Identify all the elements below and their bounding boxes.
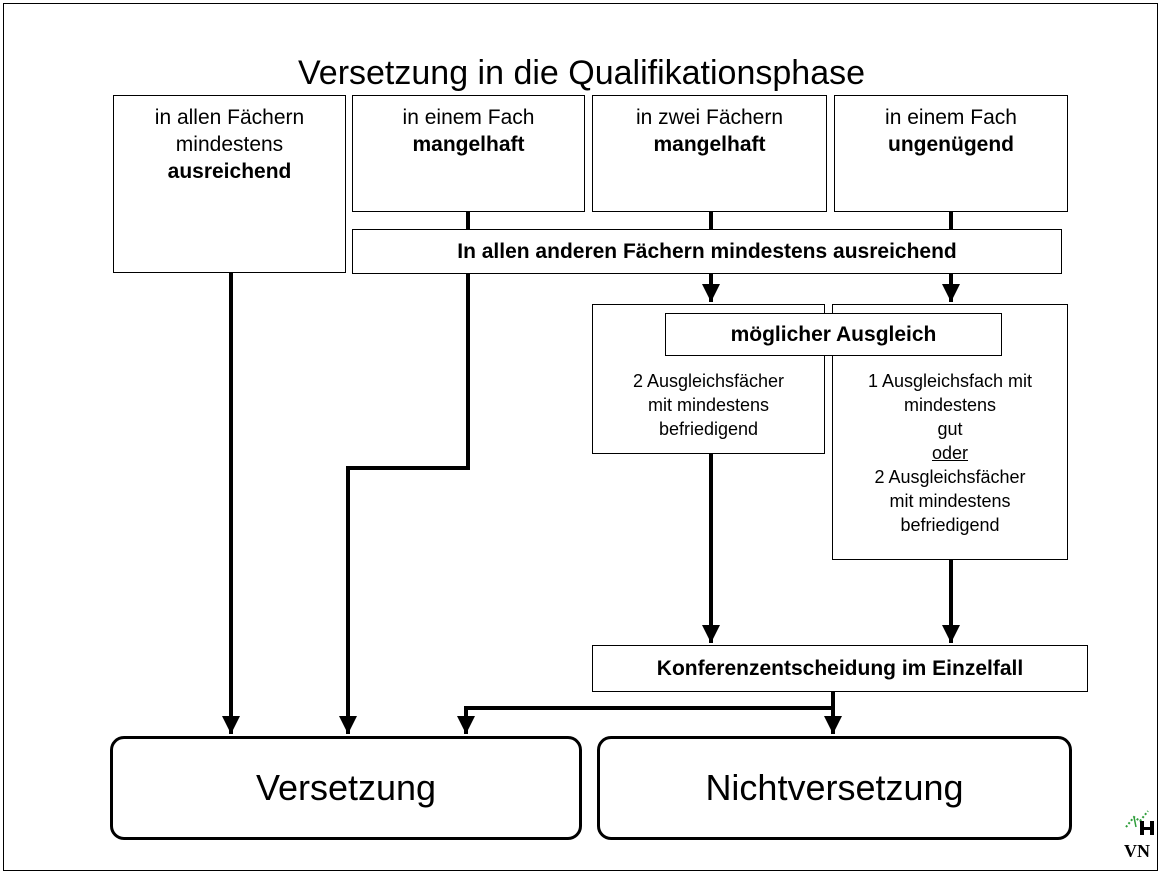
case-one-insufficient-line2: ungenügend (888, 133, 1014, 156)
case-one-poor-line2: mangelhaft (412, 133, 525, 156)
logo-text: VN (1124, 841, 1150, 860)
case-box-one-insufficient: in einem Fach ungenügend (834, 95, 1068, 212)
case-box-one-poor: in einem Fach mangelhaft (352, 95, 585, 212)
case-all-line2: mindestens (175, 133, 284, 156)
case-two-poor-line1: in zwei Fächern (635, 106, 784, 129)
comp-one-line1: 1 Ausgleichsfach mit (867, 371, 1033, 391)
logo-mark-icon: VN (1124, 810, 1154, 861)
school-logo: VN (1118, 805, 1158, 861)
case-box-two-poor: in zwei Fächern mangelhaft (592, 95, 827, 212)
case-all-line1: in allen Fächern (154, 106, 305, 129)
comp-one-line3: gut (937, 419, 963, 439)
outcome-pass-box: Versetzung (110, 736, 582, 840)
comp-two-line3: befriedigend (658, 419, 759, 439)
outcome-fail-box: Nichtversetzung (597, 736, 1072, 840)
condition-bar: In allen anderen Fächern mindestens ausr… (352, 229, 1062, 274)
conference-text: Konferenzentscheidung im Einzelfall (656, 656, 1024, 680)
comp-one-line4: oder (931, 443, 969, 463)
edge-conference-to-pass (457, 706, 833, 734)
compensation-label: möglicher Ausgleich (730, 322, 937, 346)
case-one-poor-line1: in einem Fach (402, 106, 535, 129)
comp-one-line7: befriedigend (900, 515, 1000, 535)
case-one-insufficient-line1: in einem Fach (885, 106, 1017, 129)
compensation-label-box: möglicher Ausgleich (665, 313, 1002, 356)
outcome-pass-text: Versetzung (255, 767, 437, 808)
comp-one-line2: mindestens (903, 395, 997, 415)
edge-bar-to-pass (339, 274, 470, 734)
condition-bar-text: In allen anderen Fächern mindestens ausr… (457, 239, 957, 263)
comp-two-line2: mit mindestens (647, 395, 770, 415)
diagram-title: Versetzung in die Qualifikationsphase (297, 54, 866, 92)
conference-box: Konferenzentscheidung im Einzelfall (592, 645, 1088, 692)
case-box-all-sufficient: in allen Fächern mindestens ausreichend (113, 95, 346, 273)
case-all-line3: ausreichend (167, 160, 292, 183)
comp-one-line6: mit mindestens (889, 491, 1011, 511)
case-two-poor-line2: mangelhaft (653, 133, 766, 156)
slide-frame (3, 3, 1158, 871)
comp-two-line1: 2 Ausgleichsfächer (632, 371, 785, 391)
comp-one-line5: 2 Ausgleichsfächer (874, 467, 1026, 487)
outcome-fail-text: Nichtversetzung (705, 767, 964, 808)
